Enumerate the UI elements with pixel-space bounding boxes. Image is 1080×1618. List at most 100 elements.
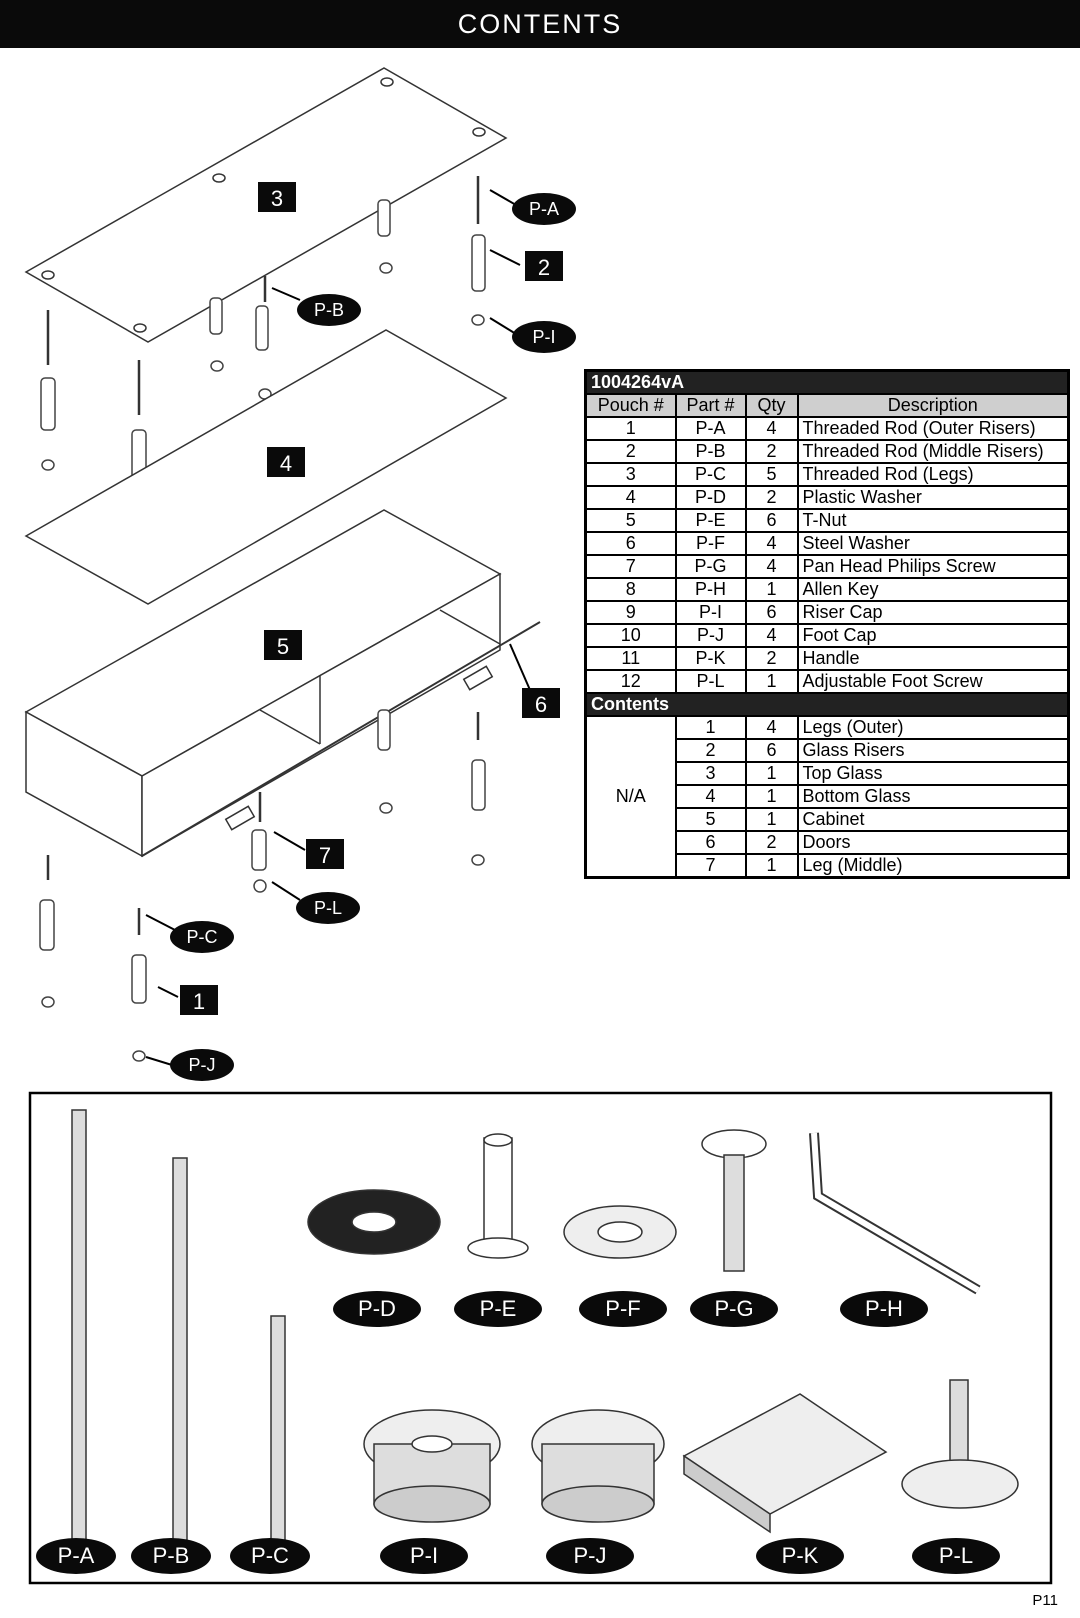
page-number: P11 — [1032, 1592, 1058, 1609]
cell-qty: 2 — [744, 646, 799, 671]
cell-qty: 2 — [744, 485, 799, 510]
cell-desc: Bottom Glass — [796, 784, 1070, 809]
cell-part: 3 — [674, 761, 747, 786]
svg-text:P-C: P-C — [187, 927, 218, 947]
cell-qty: 2 — [744, 830, 799, 855]
cell-desc: Allen Key — [796, 577, 1070, 602]
callout-pa: P-A — [512, 193, 576, 225]
assembly-diagram: 3 2 4 5 6 7 1 P-A P-B P-I P-L P-C P-J — [24, 67, 1053, 1585]
svg-text:P-H: P-H — [865, 1296, 903, 1321]
callout-3: 3 — [258, 182, 296, 212]
label-pe: P-E — [454, 1291, 542, 1327]
cell-desc: Pan Head Philips Screw — [796, 554, 1070, 579]
col-part: Part # — [674, 393, 747, 418]
cell-part: P-A — [674, 416, 747, 441]
svg-text:7: 7 — [319, 843, 331, 868]
svg-text:P-C: P-C — [251, 1543, 289, 1568]
cell-desc: Threaded Rod (Middle Risers) — [796, 439, 1070, 464]
cell-desc: Threaded Rod (Outer Risers) — [796, 416, 1070, 441]
bottom-glass-panel — [24, 329, 508, 605]
cell-qty: 6 — [744, 600, 799, 625]
svg-text:P-G: P-G — [714, 1296, 753, 1321]
cell-part: 1 — [674, 715, 747, 740]
cell-qty: 2 — [744, 439, 799, 464]
cell-pouch: 11 — [584, 646, 677, 671]
cell-desc: Riser Cap — [796, 600, 1070, 625]
svg-text:2: 2 — [538, 255, 550, 280]
svg-text:P-F: P-F — [605, 1296, 640, 1321]
page-header: CONTENTS — [0, 0, 1080, 48]
threaded-rods — [46, 176, 480, 415]
cell-desc: Cabinet — [796, 807, 1070, 832]
cell-qty: 1 — [744, 784, 799, 809]
callout-pb: P-B — [297, 294, 361, 326]
cell-pouch: 7 — [584, 554, 677, 579]
page-title: CONTENTS — [457, 8, 623, 39]
cell-pouch: 8 — [584, 577, 677, 602]
svg-text:P-J: P-J — [189, 1055, 216, 1075]
cell-pouch: 5 — [584, 508, 677, 533]
svg-text:1: 1 — [193, 989, 205, 1014]
cell-part: P-L — [674, 669, 747, 694]
svg-text:P-J: P-J — [574, 1543, 607, 1568]
cell-pouch: 1 — [584, 416, 677, 441]
cell-part: P-B — [674, 439, 747, 464]
cell-part: 6 — [674, 830, 747, 855]
cell-qty: 6 — [744, 508, 799, 533]
label-pf: P-F — [579, 1291, 667, 1327]
cell-desc: Leg (Middle) — [796, 853, 1070, 879]
cell-pouch: 4 — [584, 485, 677, 510]
col-desc: Description — [796, 393, 1070, 418]
svg-text:3: 3 — [271, 186, 283, 211]
cell-desc: Handle — [796, 646, 1070, 671]
cell-desc: T-Nut — [796, 508, 1070, 533]
callout-pj: P-J — [170, 1049, 234, 1081]
callout-6: 6 — [522, 688, 560, 718]
cell-qty: 1 — [744, 761, 799, 786]
cell-qty: 1 — [744, 853, 799, 879]
cell-part: P-G — [674, 554, 747, 579]
svg-text:4: 4 — [280, 451, 292, 476]
parts-table: 1004264vA Pouch # Part # Qty Description… — [584, 369, 1070, 879]
cell-part: 5 — [674, 807, 747, 832]
svg-text:6: 6 — [535, 692, 547, 717]
cell-part: P-H — [674, 577, 747, 602]
label-ph: P-H — [840, 1291, 928, 1327]
label-pl: P-L — [912, 1538, 1000, 1574]
cell-qty: 1 — [744, 669, 799, 694]
cell-desc: Legs (Outer) — [796, 715, 1070, 740]
cell-qty: 1 — [744, 577, 799, 602]
cell-qty: 4 — [744, 623, 799, 648]
cell-qty: 5 — [744, 462, 799, 487]
hardware-illustrations — [71, 1109, 1019, 1544]
glass-risers — [40, 199, 486, 521]
cell-part: P-K — [674, 646, 747, 671]
callout-pi: P-I — [512, 321, 576, 353]
cell-desc: Plastic Washer — [796, 485, 1070, 510]
svg-text:P-I: P-I — [532, 327, 555, 347]
cabinet — [24, 509, 541, 858]
cell-pouch: 10 — [584, 623, 677, 648]
cell-part: P-E — [674, 508, 747, 533]
callout-pc: P-C — [170, 921, 234, 953]
col-qty: Qty — [744, 393, 799, 418]
label-pa: P-A — [36, 1538, 116, 1574]
cell-desc: Threaded Rod (Legs) — [796, 462, 1070, 487]
cell-qty: 1 — [744, 807, 799, 832]
callout-5: 5 — [264, 630, 302, 660]
svg-text:P-B: P-B — [314, 300, 344, 320]
